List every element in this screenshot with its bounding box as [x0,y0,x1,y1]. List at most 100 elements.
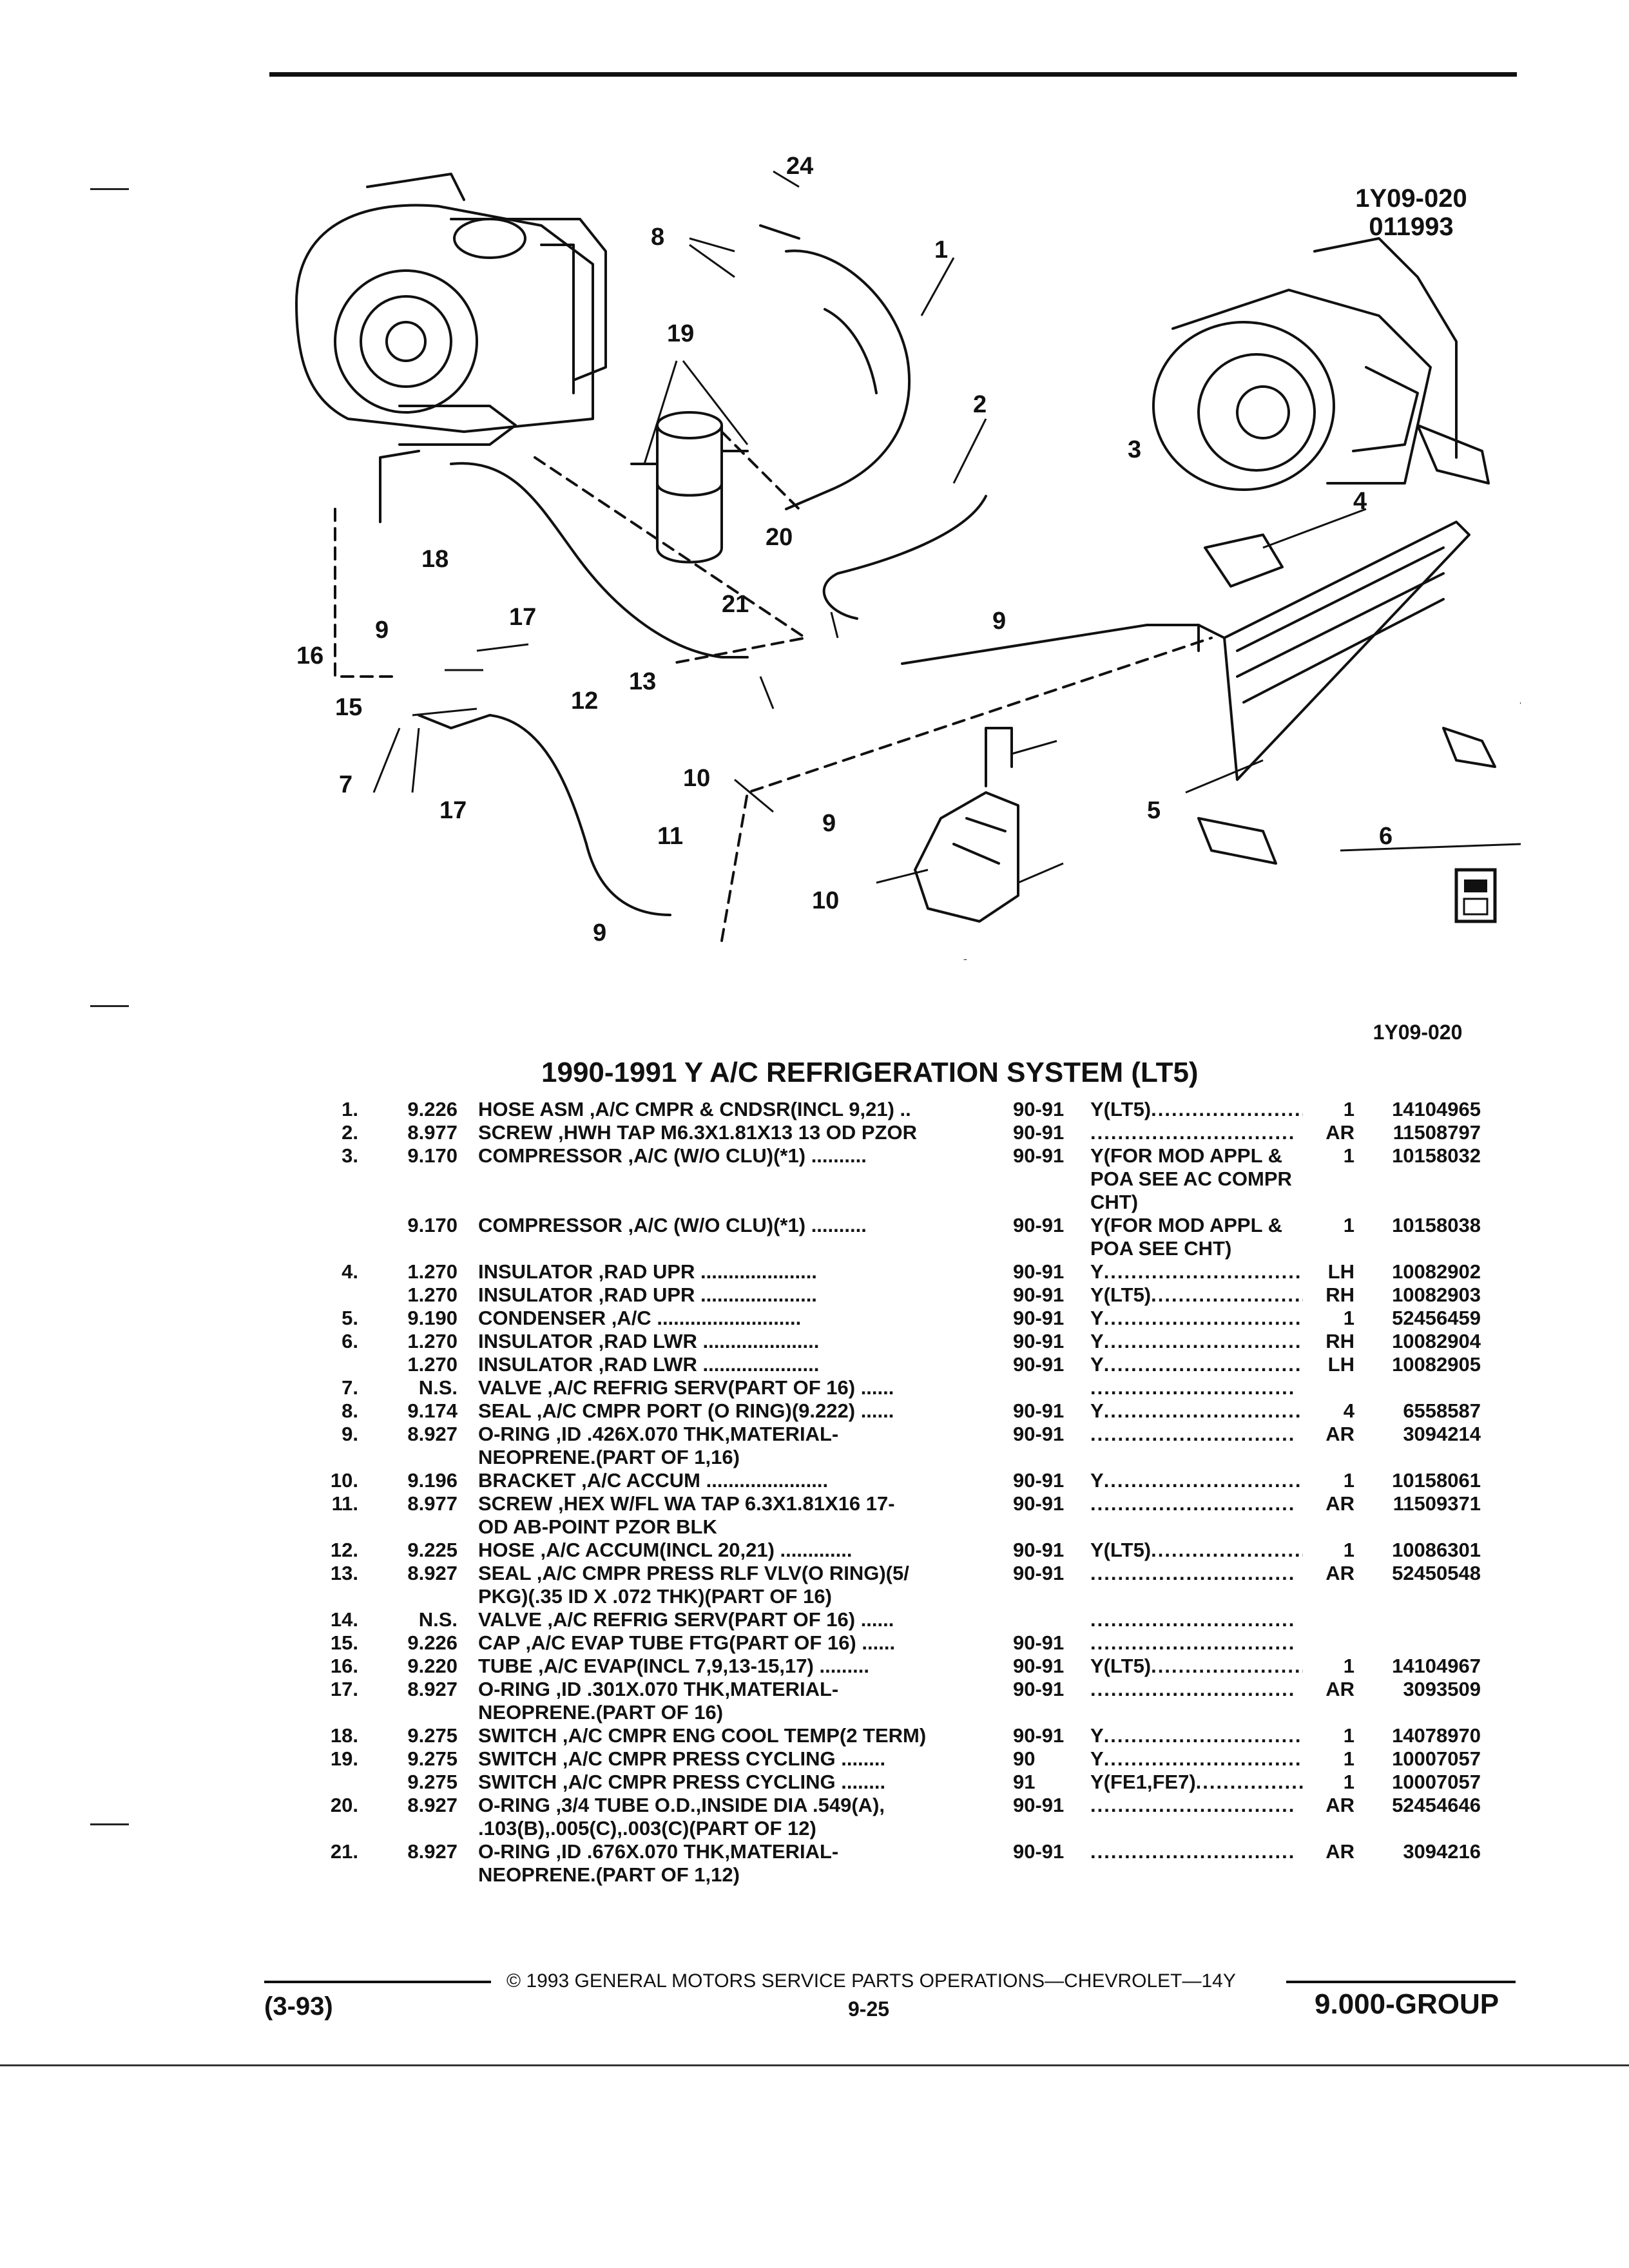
application-dots: .............................. [1103,1353,1303,1376]
description-text: BRACKET ,A/C ACCUM [478,1469,700,1492]
application-dots: .............................. [1090,1376,1296,1399]
item-number: 19. [330,1747,358,1770]
hose-12-graphic [450,462,749,658]
top-rule [269,72,1517,77]
group-number: 9.275 [407,1724,458,1747]
description-dots: ..................... [697,1330,825,1352]
part-number: 10158032 [1392,1144,1481,1167]
item-number: 4. [342,1260,358,1283]
footer-group: 9.000-GROUP [1315,1988,1499,2020]
footer-rule-left [264,1981,491,1983]
application-dots: .............................. [1090,1840,1296,1863]
application-dots: .............................. [1090,1492,1296,1515]
item-description: CAP ,A/C EVAP TUBE FTG(PART OF 16) .....… [478,1631,1013,1655]
description-text: INSULATOR ,RAD LWR [478,1353,697,1376]
description-text: HOSE ASM ,A/C CMPR & CNDSR(INCL 9,21) [478,1098,894,1120]
margin-mark [90,1005,129,1007]
callout-12: 10 [683,765,710,792]
hose-1-graphic [785,249,911,510]
model-years: 90-91 [1013,1469,1065,1492]
application: Y(LT5) .............................. [1090,1283,1303,1307]
model-years: 90-91 [1013,1260,1065,1283]
application-text: Y(LT5) [1090,1283,1152,1306]
callout-6: 6 [1379,823,1393,850]
model-years: 90-91 [1013,1492,1065,1515]
description-text: SEAL ,A/C CMPR PRESS RLF VLV(O RING)(5/ … [478,1562,909,1608]
item-number: 9. [342,1423,358,1445]
part-number: 10086301 [1392,1539,1481,1561]
callout-22: 20 [766,524,793,551]
description-text: SWITCH ,A/C CMPR PRESS CYCLING [478,1747,836,1770]
item-description: O-RING ,ID .676X.070 THK,MATERIAL- NEOPR… [478,1840,1013,1887]
group-number: 8.927 [407,1678,458,1700]
application: Y(FE1,FE7) .............................… [1090,1771,1303,1794]
compressor-graphic [1152,237,1458,491]
application: .............................. [1090,1840,1303,1863]
item-number: 14. [330,1608,358,1631]
quantity: 1 [1343,1655,1354,1677]
application-dots: .............................. [1090,1121,1296,1144]
item-number: 21. [330,1840,358,1863]
callout-19: 17 [509,604,536,631]
tube-16-graphic [418,714,671,916]
description-text: O-RING ,ID .676X.070 THK,MATERIAL- NEOPR… [478,1840,839,1886]
application: Y .............................. [1090,1330,1303,1353]
item-description: BRACKET ,A/C ACCUM .....................… [478,1469,1013,1492]
callout-4: 4 [1353,488,1367,515]
part-number: 10082902 [1392,1260,1481,1283]
application-text: Y(LT5) [1090,1098,1152,1120]
part-number: 3093509 [1403,1678,1481,1700]
description-text: O-RING ,ID .426X.070 THK,MATERIAL- NEOPR… [478,1423,839,1468]
callout-1: 1 [934,236,948,264]
figure-code: 1Y09-020 [1373,1021,1463,1044]
model-years: 90-91 [1013,1724,1065,1747]
part-number: 14078970 [1392,1724,1481,1747]
callout-15: 13 [629,668,656,695]
application: Y(LT5) .............................. [1090,1539,1303,1562]
group-number: 9.174 [407,1399,458,1422]
insulator-upper-graphic [1416,424,1490,485]
quantity: 1 [1343,1724,1354,1747]
model-years: 90-91 [1013,1539,1065,1561]
part-number: 14104965 [1392,1098,1481,1120]
model-years: 90-91 [1013,1423,1065,1445]
application-dots: .............................. [1103,1330,1303,1352]
footer-page-number: 9-25 [848,1997,890,2021]
item-number: 17. [330,1678,358,1700]
refrigeration-diagram: 24 8 1 19 2 3 4 18 20 21 9 17 9 16 15 13… [295,153,1521,960]
evaporator-module-graphic [295,173,607,446]
footer-date-code: (3-93) [264,1992,333,2021]
item-description: COMPRESSOR ,A/C (W/O CLU)(*1) .......... [478,1144,1013,1168]
group-number: 9.275 [407,1747,458,1770]
quantity: 4 [1343,1399,1354,1422]
item-description: SWITCH ,A/C CMPR ENG COOL TEMP(2 TERM) [478,1724,1013,1747]
group-number: 9.226 [407,1098,458,1120]
group-number: N.S. [418,1608,458,1631]
model-years: 90-91 [1013,1399,1065,1422]
description-text: COMPRESSOR ,A/C (W/O CLU)(*1) [478,1214,806,1236]
part-number: 10007057 [1392,1747,1481,1770]
part-number: 3094214 [1403,1423,1481,1445]
group-number: 8.927 [407,1562,458,1584]
application-text: Y [1090,1260,1104,1283]
group-number: 8.977 [407,1492,458,1515]
bottom-rule [0,2064,1629,2066]
application-text: Y(LT5) [1090,1539,1152,1561]
description-dots: .......... [805,1144,872,1167]
description-dots: ...... [855,1376,900,1399]
description-text: CAP ,A/C EVAP TUBE FTG(PART OF 16) [478,1631,856,1654]
quantity: 1 [1343,1469,1354,1492]
description-text: INSULATOR ,RAD UPR [478,1283,695,1306]
description-dots: ............. [774,1539,858,1561]
item-number: 12. [330,1539,358,1561]
model-years: 90-91 [1013,1631,1065,1654]
parts-row: 14.N.S.VALVE ,A/C REFRIG SERV(PART OF 16… [296,1608,1521,1631]
callout-23: 21 [722,591,749,618]
application-text: Y(LT5) [1090,1655,1152,1677]
application: Y(LT5) .............................. [1090,1098,1303,1121]
application: .............................. [1090,1678,1303,1701]
